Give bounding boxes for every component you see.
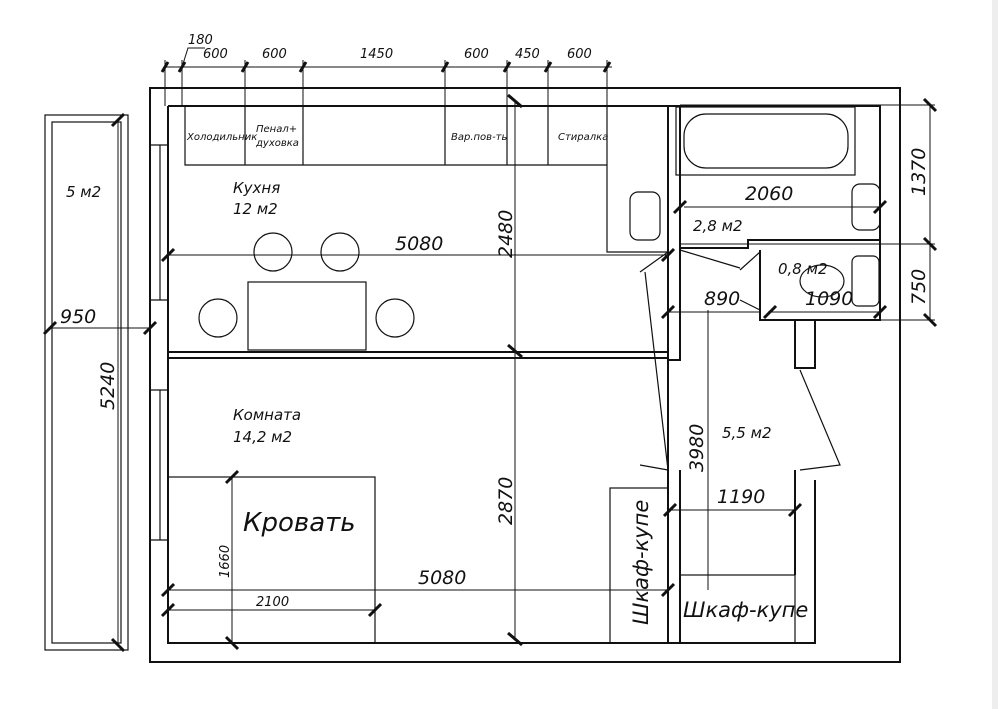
- kitchen-area: 12 м2: [233, 200, 278, 218]
- chair: [320, 232, 360, 272]
- wardrobe-label: Шкаф-купе: [683, 598, 808, 622]
- dim-text: 450: [515, 47, 540, 62]
- wardrobe-label: Шкаф-купе: [629, 500, 653, 625]
- dim-text: 5080: [418, 567, 466, 589]
- dim-text: 180: [188, 33, 213, 48]
- dim-text: 750: [908, 269, 930, 305]
- bed-label: Кровать: [243, 508, 356, 538]
- wardrobe: [679, 574, 796, 644]
- page-edge: [992, 0, 998, 709]
- balcony-area: 5 м2: [66, 183, 101, 201]
- dim-text: 1660: [218, 545, 233, 578]
- kitchen-sink-icon: [629, 191, 661, 241]
- bathroom-area: 2,8 м2: [693, 217, 742, 235]
- dim-text: 950: [60, 306, 96, 328]
- windows: [150, 144, 168, 541]
- pantry-label: Пенал+: [256, 124, 297, 135]
- chair: [198, 298, 238, 338]
- inner-wall-left: [167, 106, 816, 644]
- pantry-label: духовка: [255, 138, 299, 149]
- chair: [375, 298, 415, 338]
- dim-text: 2870: [495, 477, 517, 525]
- dim-text: 3980: [686, 424, 708, 472]
- room-name: Комната: [233, 406, 301, 424]
- partition-wall: [168, 351, 668, 359]
- dim-text: 1450: [360, 47, 393, 62]
- outer-wall: [149, 87, 901, 663]
- bathtub: [675, 106, 856, 176]
- dim-text: 600: [203, 47, 228, 62]
- dim-text: 2100: [256, 595, 289, 610]
- washer-label: Стиралка: [558, 132, 608, 143]
- dim-text: 2060: [745, 183, 793, 205]
- dim-text: 600: [567, 47, 592, 62]
- dimension-lines: [42, 47, 938, 653]
- wardrobe: [609, 487, 669, 644]
- balcony: [44, 114, 129, 651]
- dim-text: 2480: [495, 210, 517, 258]
- door-swings: [639, 249, 841, 471]
- dim-text: 600: [464, 47, 489, 62]
- dining-table: [247, 281, 367, 351]
- bed: [167, 476, 376, 644]
- cooktop-label: Вар.пов-ть: [451, 132, 507, 143]
- room-area: 14,2 м2: [233, 428, 292, 446]
- dim-text: 5240: [97, 362, 119, 410]
- toilet-area: 0,8 м2: [778, 260, 827, 278]
- dim-text: 1190: [717, 486, 765, 508]
- kitchen-counter: [184, 106, 669, 253]
- dim-text: 1090: [805, 288, 853, 310]
- dim-text: 600: [262, 47, 287, 62]
- dim-text: 890: [704, 288, 740, 310]
- hall-area: 5,5 м2: [722, 424, 771, 442]
- toilet-icon: [851, 255, 880, 307]
- dim-text: 1370: [908, 148, 930, 196]
- chair: [253, 232, 293, 272]
- fridge-label: Холодильник: [186, 132, 257, 143]
- kitchen-name: Кухня: [233, 179, 280, 197]
- dim-text: 5080: [395, 233, 443, 255]
